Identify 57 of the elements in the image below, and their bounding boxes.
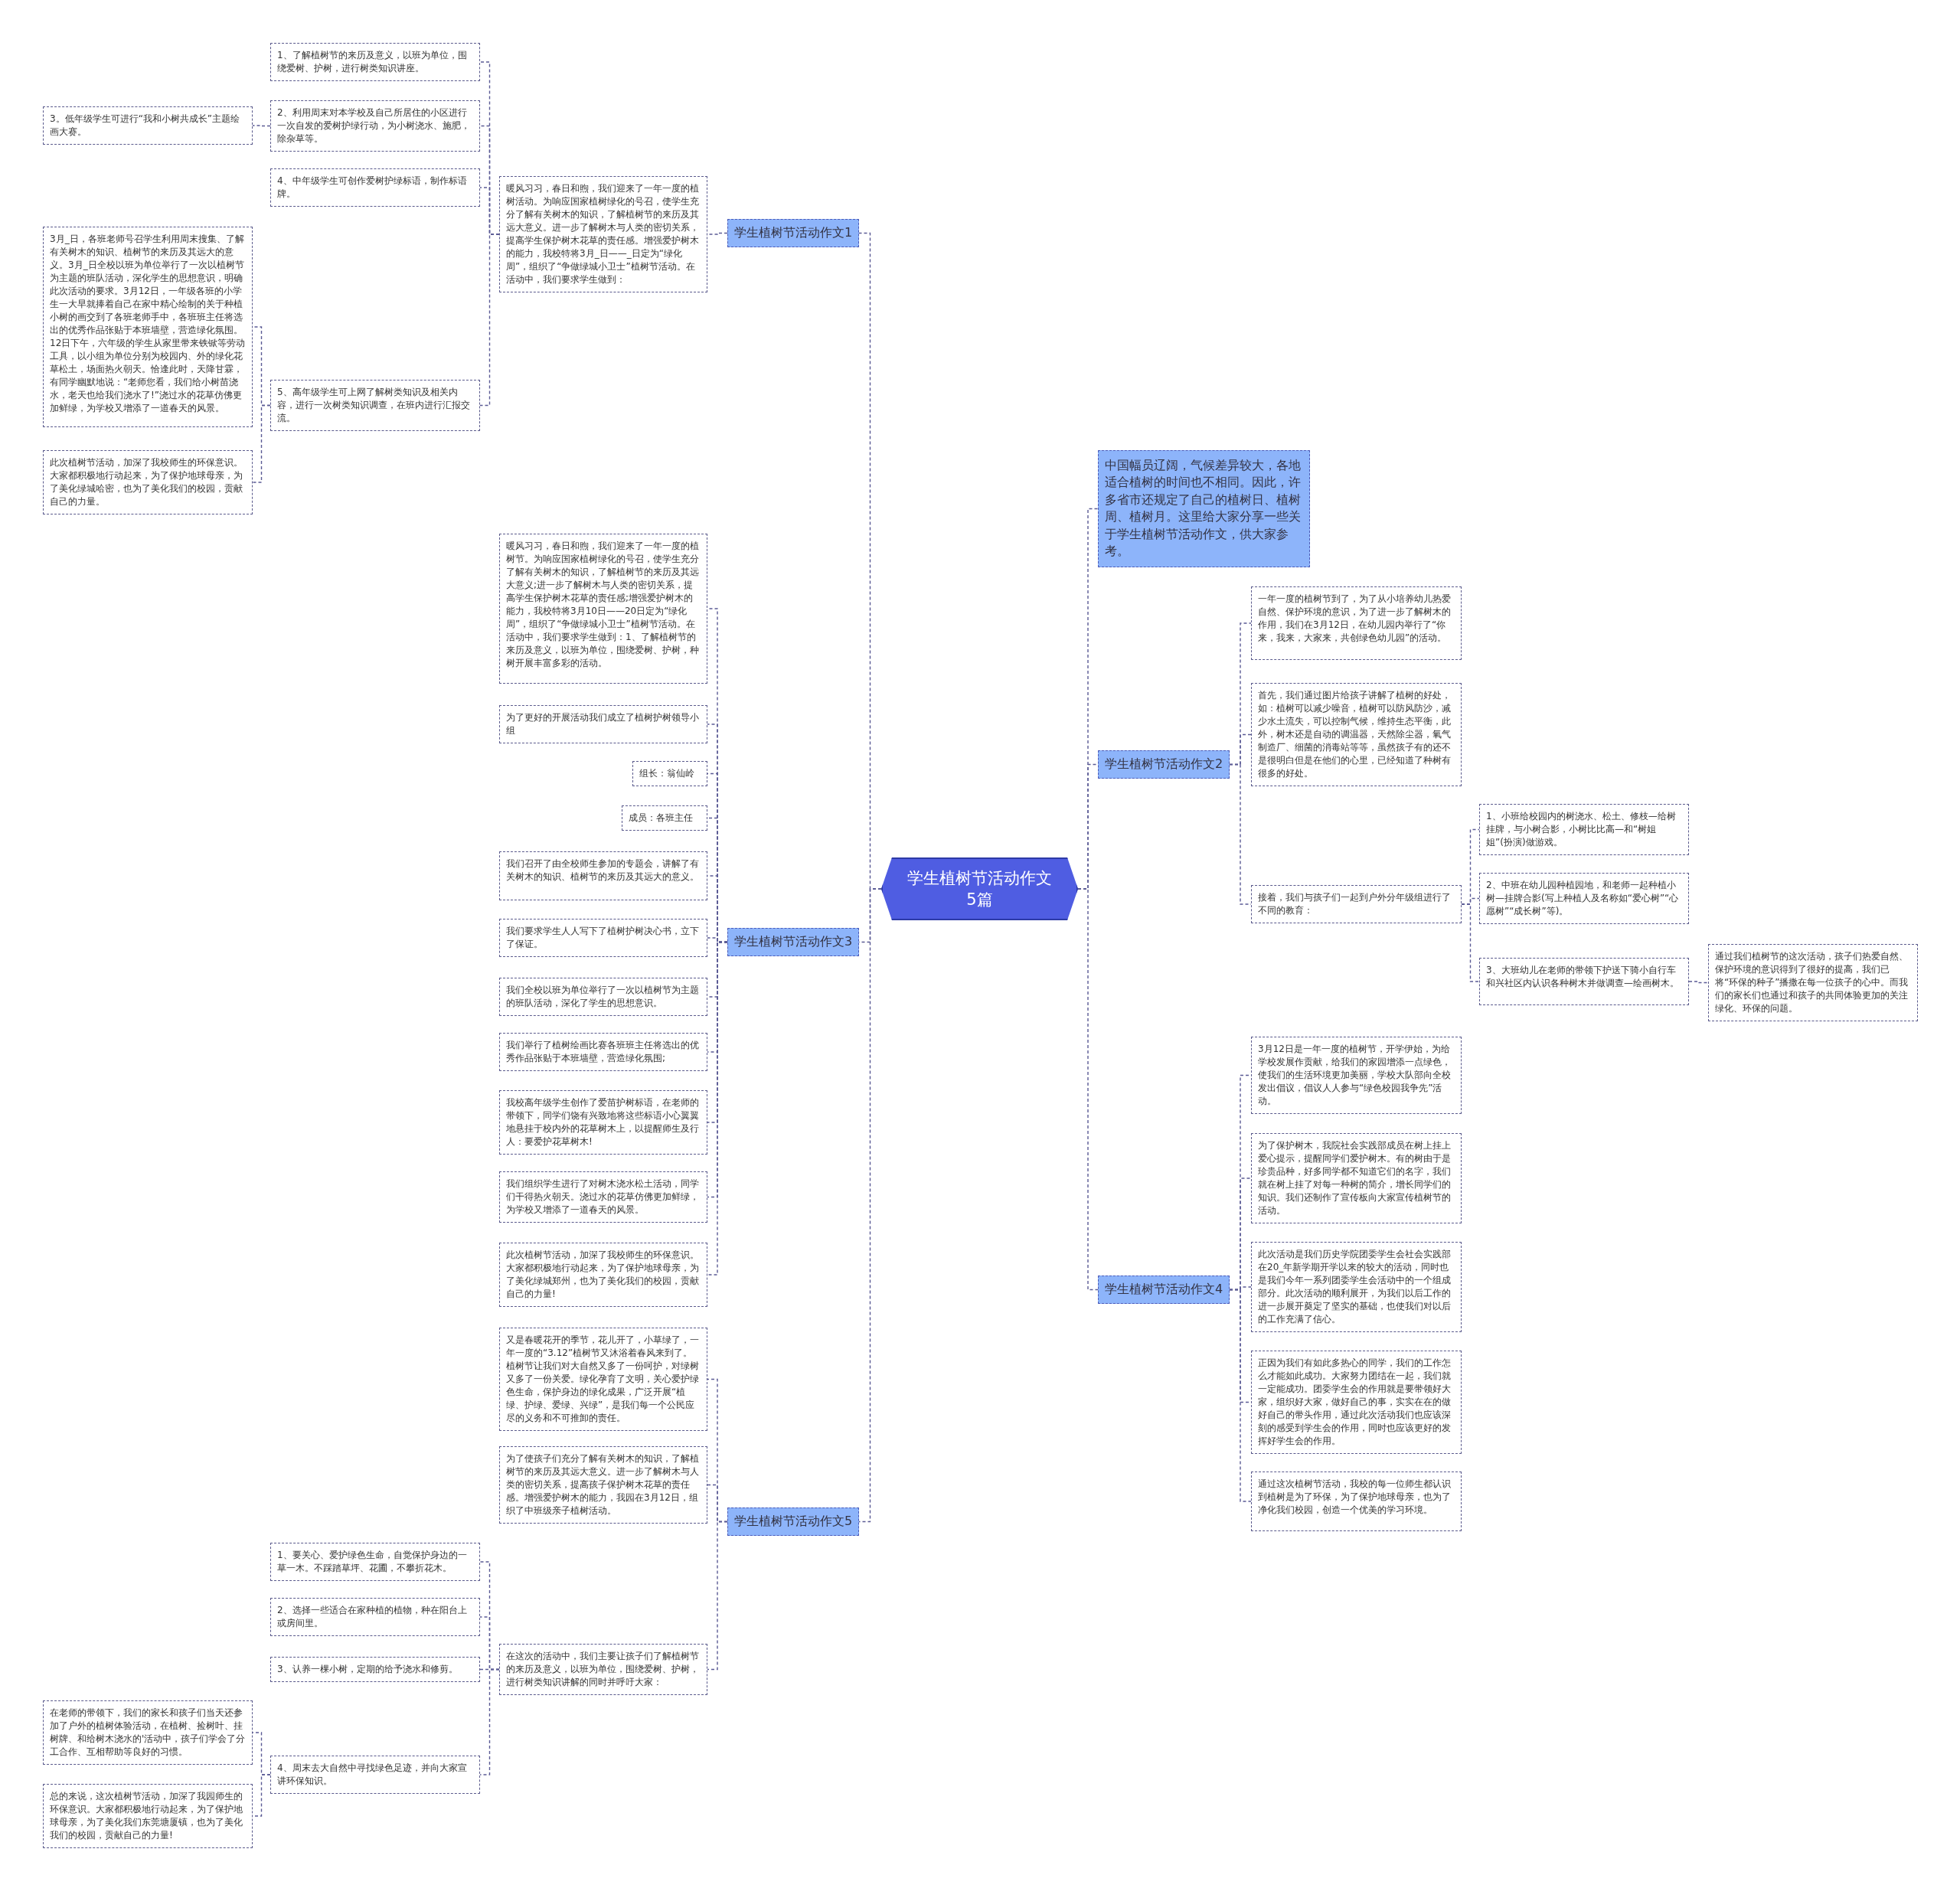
text-card: 此次植树节活动，加深了我校师生的环保意识。大家都积极地行动起来，为了保护地球母亲，为了美化绿城郑州，也为了美化我们的校园，贡献自己的力量!: [499, 1243, 707, 1308]
text-card: 2、中班在幼儿园种植园地，和老师一起种植小树—挂牌合影(写上种植人及名称如“爱心树”“心愿树”“成长树”等)。: [1479, 873, 1689, 925]
connector-line: [1688, 981, 1709, 984]
text-card: 暖风习习，春日和煦，我们迎来了一年一度的植树节。为响应国家植树绿化的号召，使学生充分了解有关树木的知识，了解植树节的来历及其远大意义;进一步了解树木与人类的密切关系，提高学生保护树木花草的责任感;增强爱护树木的能力，我校特将3月10日——20日定为“绿化周”，组织了“争做绿城小卫士”植树节活动。在活动中，我们要求学生做到：1、了解植树节的来历及意义，以班为单位，围绕爱树、护树，种树开展丰富多彩的活动。: [499, 534, 707, 684]
connector-line: [1229, 1289, 1252, 1502]
text-card: 首先，我们通过图片给孩子讲解了植树的好处，如：植树可以减少噪音，植树可以防风防沙，减少水土流失，可以控制气候，维持生态平衡，此外，树木还是自动的调温器，天然除尘器，氧气制造厂、细菌的消毒站等等，虽然孩子有的还不是很明白但是在他们的心里，已经知道了种树有很多的好处。: [1251, 683, 1462, 787]
topic-box: 学生植树节活动作文4: [1098, 1276, 1230, 1304]
text-card: 5、高年级学生可上网了解树类知识及相关内容，进行一次树类知识调查，在班内进行汇报交流。: [270, 380, 480, 432]
text-card: 总的来说，这次植树节活动，加深了我园师生的环保意识。大家都积极地行动起来，为了保护地球母亲，为了美化我们东莞塘厦镇，也为了美化我们的校园，贡献自己的力量!: [43, 1784, 253, 1849]
text-card: 通过我们植树节的这次活动，孩子们热爱自然、保护环境的意识得到了很好的提高，我们已将“环保的种子”播撒在每一位孩子的心中。而我们的家长们也通过和孩子的共同体验更加的关注绿化、环保的问题。: [1708, 944, 1918, 1022]
text-card: 2、选择一些适合在家种植的植物，种在阳台上或房间里。: [270, 1598, 480, 1637]
text-card: 1、要关心、爱护绿色生命，自觉保护身边的一草一木。不踩踏草坪、花圃，不攀折花木。: [270, 1543, 480, 1582]
topic-box: 学生植树节活动作文2: [1098, 750, 1230, 779]
text-card: 4、周末去大自然中寻找绿色足迹，并向大家宣讲环保知识。: [270, 1756, 480, 1795]
text-card: 3、认养一棵小树，定期的给予浇水和修剪。: [270, 1657, 480, 1683]
text-card: 此次活动是我们历史学院团委学生会社会实践部在20_年新学期开学以来的较大的活动，同时也是我们今年一系列团委学生会活动中的一个组成部分。此次活动的顺利展开，为我们以后工作的进一步展开奠定了坚实的基础，也使我们对以后的工作充满了信心。: [1251, 1242, 1462, 1333]
text-card: 又是春暖花开的季节，花儿开了，小草绿了，一年一度的“3.12”植树节又沐浴着春风来到了。植树节让我们对大自然又多了一份呵护，对绿树又多了一份关爱。绿化孕育了文明，关心爱护绿色生命，保护身边的绿化成果，广泛开展“植绿、护绿、爱绿、兴绿”，是我们每一个公民应尽的义务和不可推卸的责任。: [499, 1328, 707, 1432]
text-card: 此次植树节活动，加深了我校师生的环保意识。大家都积极地行动起来，为了保护地球母亲，为了美化绿城哈密，也为了美化我们的校园，贡献自己的力量。: [43, 450, 253, 515]
topic-box: 学生植树节活动作文5: [727, 1507, 860, 1536]
connector-line: [252, 125, 271, 127]
connector-line: [252, 404, 271, 483]
text-card: 成员：各班主任: [622, 805, 707, 831]
text-card: 在这次的活动中，我们主要让孩子们了解植树节的来历及意义，以班为单位，围绕爱树、护树，进行树类知识讲解的同时并呼吁大家：: [499, 1644, 707, 1696]
text-card: 接着，我们与孩子们一起到户外分年级组进行了不同的教育：: [1251, 885, 1462, 924]
topic-box: 学生植树节活动作文1: [727, 219, 860, 247]
connector-line: [1077, 888, 1099, 1291]
text-card: 3月12日是一年一度的植树节，开学伊始，为给学校发展作贡献，给我们的家园增添一点绿色，使我们的生活环境更加美丽，学校大队部向全校发出倡议，倡议人人参与“绿色校园我争先”活动。: [1251, 1037, 1462, 1115]
central-topic: 学生植树节活动作文5篇: [881, 857, 1078, 920]
text-card: 1、小班给校园内的树浇水、松土、修枝—给树挂牌，与小树合影，小树比比高—和“树姐姐”(扮演)做游戏。: [1479, 804, 1689, 856]
connector-line: [707, 1521, 728, 1671]
text-card: 为了使孩子们充分了解有关树木的知识，了解植树节的来历及其远大意义。进一步了解树木与人类的密切关系，提高孩子保护树木花草的责任感。增强爱护树木的能力，我园在3月12日，组织了中班级亲子植树活动。: [499, 1446, 707, 1524]
text-card: 2、利用周末对本学校及自己所居住的小区进行一次自发的爱树护绿行动，为小树浇水、施肥，除杂草等。: [270, 100, 480, 152]
text-card: 我们全校以班为单位举行了一次以植树节为主题的班队活动，深化了学生的思想意识。: [499, 978, 707, 1017]
text-card: 在老师的带领下，我们的家长和孩子们当天还参加了户外的植树体验活动，在植树、捡树叶、挂树牌、和给树木浇水的'活动中，孩子们学会了分工合作、互相帮助等良好的习惯。: [43, 1700, 253, 1766]
text-card: 组长：翁仙岭: [632, 761, 707, 787]
text-card: 我们举行了植树绘画比赛各班班主任将选出的优秀作品张贴于本班墙壁，营造绿化氛围;: [499, 1033, 707, 1072]
text-card: 我们组织学生进行了对树木浇水松土活动，同学们干得热火朝天。浇过水的花草仿佛更加鲜绿，为学校又增添了一道春天的风景。: [499, 1171, 707, 1223]
text-card: 3月_日，各班老师号召学生利用周末搜集、了解有关树木的知识、植树节的来历及其远大的意义。3月_日全校以班为单位举行了一次以植树节为主题的班队活动，深化学生的思想意识，明确此次活动的要求。3月12日，一年级各班的小学生一大早就捧着自己在家中精心绘制的关于种植小树的画交到了各班老师手中，各班班主任将选出的优秀作品张贴于本班墙壁，营造绿化氛围。 12日下午，六年级的学生从家里带来铁锨等劳动工具，以小组为单位分别为校园内、外的绿化花草松土，场面热火朝天。恰逢此时，天降甘霖，有同学幽默地说：“老师您看，我们给小树苗浇水，老天也给我们浇水了!”浇过水的花草仿佛更加鲜绿，为学校又增添了一道春天的风景。: [43, 227, 253, 427]
text-card: 3、大班幼儿在老师的带领下护送下骑小自行车和兴社区内认识各种树木并做调查—绘画树木。: [1479, 958, 1689, 1005]
connector-line: [479, 234, 500, 407]
text-card: 一年一度的植树节到了，为了从小培养幼儿热爱自然、保护环境的意识，为了进一步了解树木的作用，我们在3月12日，在幼儿园内举行了“你来，我来，大家来，共创绿色幼儿园”的活动。: [1251, 586, 1462, 660]
text-card: 我们召开了由全校师生参加的专题会，讲解了有关树木的知识、植树节的来历及其远大的意义。: [499, 851, 707, 900]
text-card: 1、了解植树节的来历及意义，以班为单位，围绕爱树、护树，进行树类知识讲座。: [270, 43, 480, 82]
text-card: 4、中年级学生可创作爱树护绿标语，制作标语牌。: [270, 168, 480, 207]
text-card: 通过这次植树节活动，我校的每一位师生都认识到植树是为了环保，为了保护地球母亲，也为了净化我们校园，创造一个优美的学习环境。: [1251, 1472, 1462, 1531]
text-card: 我校高年级学生创作了爱苗护树标语，在老师的带领下，同学们饶有兴致地将这些标语小心翼翼地悬挂于校内外的花草树木上，以提醒师生及行人：要爱护花草树木!: [499, 1090, 707, 1155]
connector-line: [479, 1668, 500, 1775]
connector-line: [858, 888, 882, 1523]
connector-line: [1461, 903, 1480, 982]
text-card: 我们要求学生人人写下了植树护树决心书，立下了保证。: [499, 919, 707, 958]
text-card: 暖风习习，春日和煦，我们迎来了一年一度的植树活动。为响应国家植树绿化的号召，使学生充分了解有关树木的知识，了解植树节的来历及其远大意义。进一步了解树木与人类的密切关系，提高学生保护树木花草的责任感。增强爱护树木的能力，我校特将3月_日——_日定为“绿化周”，组织了“争做绿城小卫士”植树节活动。在活动中，我们要求学生做到：: [499, 176, 707, 293]
topic-box: 学生植树节活动作文3: [727, 928, 860, 956]
text-card: 3。低年级学生可进行“我和小树共成长”主题绘画大赛。: [43, 106, 253, 145]
text-card: 为了更好的开展活动我们成立了植树护树领导小组: [499, 705, 707, 744]
text-card: 正因为我们有如此多热心的同学，我们的工作怎么才能如此成功。大家努力团结在一起，我们就一定能成功。团委学生会的作用就是要带领好大家，组织好大家，做好自己的事，实实在在的做好自己的带头作用，通过此次活动我们也应该深刻的感受到学生会的作用，同时也应该更好的发挥好学生会的作用。: [1251, 1351, 1462, 1455]
text-card: 为了保护树木，我院社会实践部成员在树上挂上爱心提示，提醒同学们爱护树木。有的树由于是珍贵品种，好多同学都不知道它们的名字，我们就在树上挂了对每一种树的简介，增长同学们的知识。我们还制作了宣传板向大家宣传植树节的活动。: [1251, 1133, 1462, 1224]
summary-box: 中国幅员辽阔，气候差异较大，各地适合植树的时间也不相同。因此，许多省市还规定了自己的植树日、植树周、植树月。这里给大家分享一些关于学生植树节活动作文，供大家参考。: [1098, 450, 1310, 567]
